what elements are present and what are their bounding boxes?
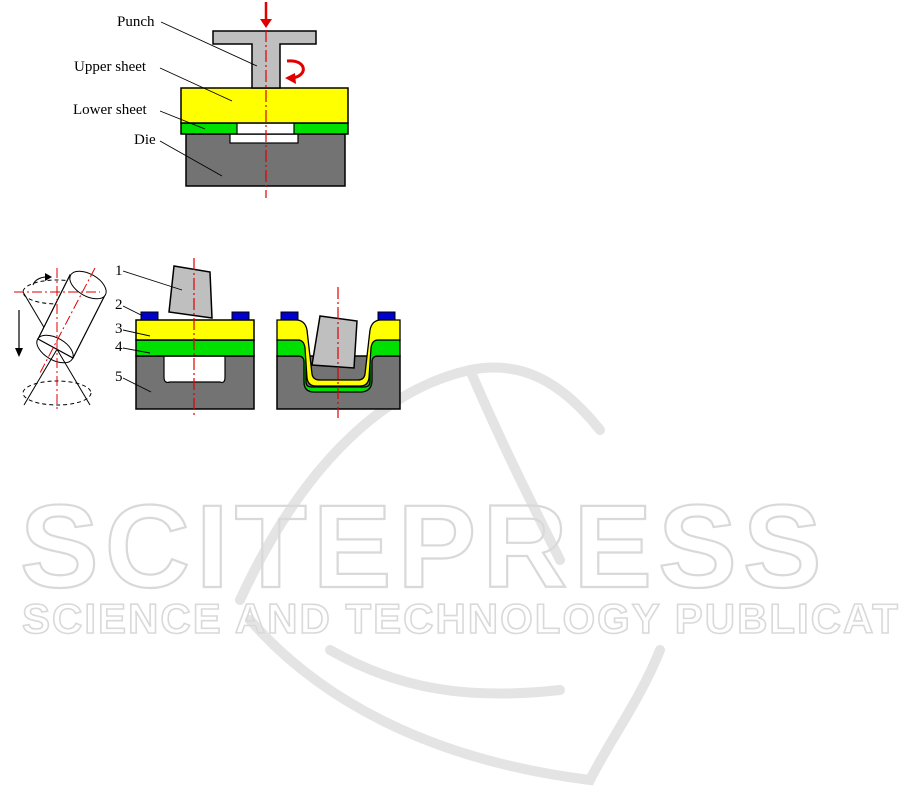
label-3: 3 [115,321,123,337]
watermark-tagline: SCIENCE AND TECHNOLOGY PUBLICATIONS [22,595,901,642]
down-arrow-icon [260,2,272,28]
feed-arrow-icon [15,310,23,357]
clamp-right [232,312,249,320]
watermark-name: SCITEPRESS [20,481,828,613]
clamp-right [378,312,395,320]
watermark: SCITEPRESS SCIENCE AND TECHNOLOGY PUBLIC… [20,368,901,781]
figure-b-before: 1 2 3 4 5 [115,258,254,418]
upper-sheet [181,88,348,123]
leader-2 [123,306,143,316]
label-lower-sheet: Lower sheet [73,102,148,118]
tool-rotation-sketch [14,265,111,412]
tool [169,266,212,318]
figure-b-after [277,287,400,418]
label-die: Die [134,132,156,148]
upper-sheet [136,320,254,340]
clamp-left [281,312,298,320]
label-2: 2 [115,297,123,313]
label-punch: Punch [117,14,155,30]
label-upper-sheet: Upper sheet [74,59,147,75]
lower-sheet [136,340,254,356]
label-4: 4 [115,339,123,355]
rotation-direction-arrow-icon [33,273,52,285]
clamp-left [141,312,158,320]
label-5: 5 [115,369,123,385]
label-1: 1 [115,263,123,279]
tool [312,316,357,368]
rotation-arrow-icon [285,61,303,84]
punch [213,31,316,88]
die-cavity [230,134,298,143]
figure-a: Punch Upper sheet Lower sheet Die [73,2,348,198]
